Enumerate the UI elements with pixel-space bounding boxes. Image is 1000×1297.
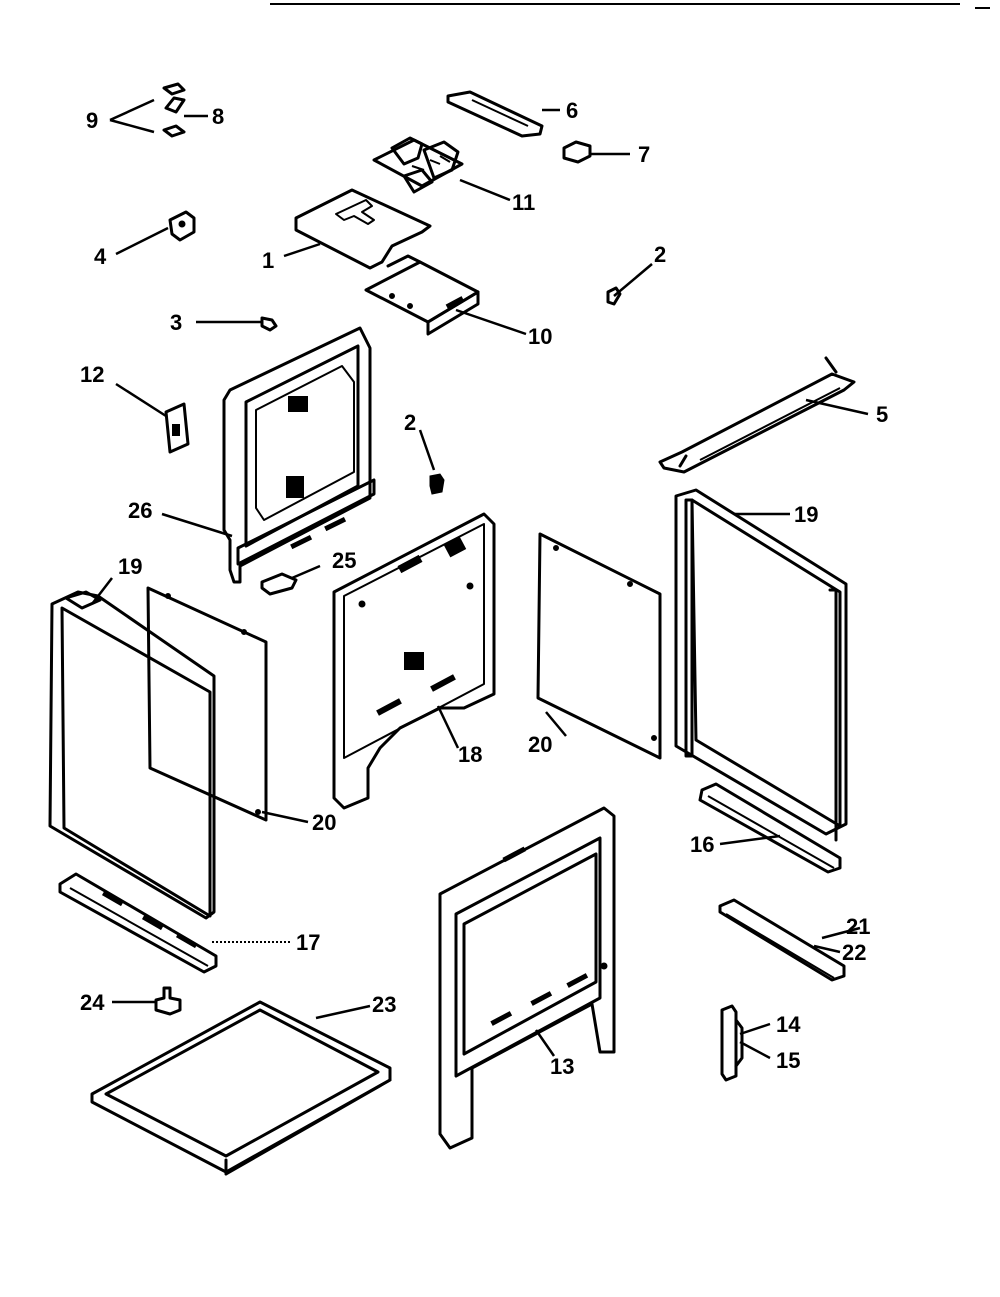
leader-lines bbox=[91, 98, 869, 1060]
part-8-9-clips bbox=[162, 82, 186, 138]
part-11-switch-assembly bbox=[372, 136, 464, 194]
part-5-crossbar bbox=[658, 356, 856, 474]
callout-21: 21 bbox=[846, 914, 870, 939]
callout-6: 6 bbox=[566, 98, 578, 123]
callout-20-middle: 20 bbox=[528, 732, 552, 757]
part-18-divider-wall bbox=[332, 512, 496, 810]
callout-10: 10 bbox=[528, 324, 552, 349]
part-13-front-frame bbox=[438, 806, 616, 1150]
part-24-leveling-leg bbox=[154, 986, 182, 1016]
callout-labels: 9 8 6 7 11 4 1 2 3 10 12 2 5 26 19 25 19… bbox=[80, 98, 888, 1079]
part-7-knob bbox=[562, 140, 592, 164]
part-14-15-hinge bbox=[720, 1004, 744, 1082]
callout-16: 16 bbox=[690, 832, 714, 857]
part-17-base-rail bbox=[58, 872, 218, 974]
callout-17: 17 bbox=[296, 930, 320, 955]
callout-19-right: 19 bbox=[794, 502, 818, 527]
callout-7: 7 bbox=[638, 142, 650, 167]
callout-23: 23 bbox=[372, 992, 396, 1017]
callout-26: 26 bbox=[128, 498, 152, 523]
part-26-rear-wall bbox=[222, 326, 376, 584]
callout-14: 14 bbox=[776, 1012, 801, 1037]
part-1-top-plate bbox=[294, 188, 432, 270]
callout-22: 22 bbox=[842, 940, 866, 965]
part-19-side-panel-right bbox=[674, 488, 848, 842]
part-12-plate bbox=[164, 402, 190, 454]
callout-3: 3 bbox=[170, 310, 182, 335]
part-3-screw bbox=[260, 316, 278, 332]
callout-12: 12 bbox=[80, 362, 104, 387]
callout-18: 18 bbox=[458, 742, 482, 767]
top-edge-artifact bbox=[270, 3, 990, 9]
callout-15: 15 bbox=[776, 1048, 800, 1073]
part-20-insulation-middle bbox=[536, 532, 662, 760]
part-2-screw-middle bbox=[429, 473, 445, 495]
part-16-rail bbox=[698, 782, 842, 874]
part-10-bracket bbox=[364, 254, 480, 336]
callout-25: 25 bbox=[332, 548, 356, 573]
callout-9: 9 bbox=[86, 108, 98, 133]
part-2-screw-top bbox=[606, 286, 622, 306]
callout-1: 1 bbox=[262, 248, 274, 273]
callout-20-left: 20 bbox=[312, 810, 336, 835]
callout-11: 11 bbox=[512, 190, 535, 215]
part-20-insulation-left bbox=[146, 586, 268, 822]
part-25-fitting bbox=[260, 572, 298, 596]
callout-19-left: 19 bbox=[118, 554, 142, 579]
callout-2-middle: 2 bbox=[404, 410, 416, 435]
part-4-bracket bbox=[168, 210, 196, 242]
part-23-drawer bbox=[90, 1000, 392, 1176]
callout-13: 13 bbox=[550, 1054, 574, 1079]
part-21-22-rail-assembly bbox=[718, 898, 846, 982]
callout-4: 4 bbox=[94, 244, 107, 269]
callout-5: 5 bbox=[876, 402, 888, 427]
part-6-trim-strip bbox=[446, 90, 544, 138]
callout-2-top: 2 bbox=[654, 242, 666, 267]
part-19-side-panel-left bbox=[48, 590, 216, 920]
callout-8: 8 bbox=[212, 104, 224, 129]
callout-24: 24 bbox=[80, 990, 105, 1015]
